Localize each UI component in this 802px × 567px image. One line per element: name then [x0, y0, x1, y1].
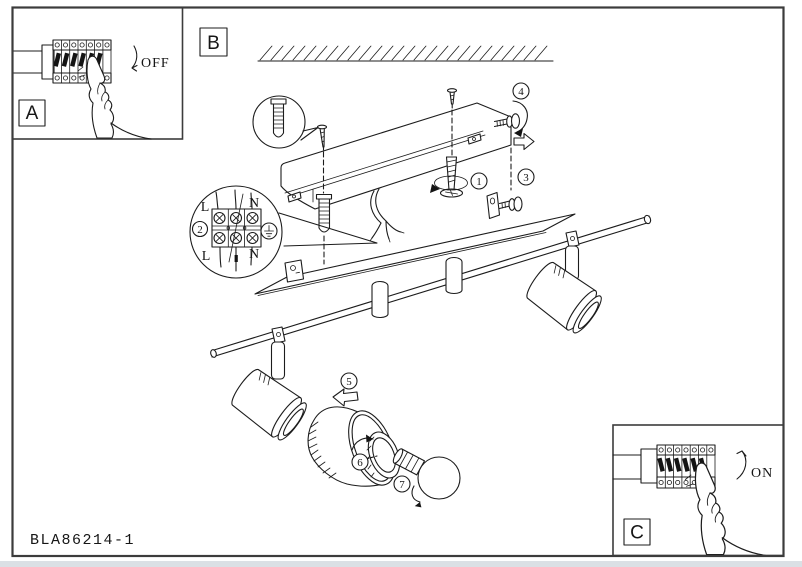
step-6-number: 6 — [357, 457, 363, 469]
anchor-detail-bubble — [252, 95, 319, 149]
flip-down-arrow-icon — [131, 45, 138, 72]
step-6-marker: 6 — [351, 453, 369, 471]
terminal-label-l-bottom: L — [202, 249, 211, 264]
spotlight-right — [526, 230, 602, 334]
slide-left-arrow-icon — [332, 388, 359, 407]
breaker-panel-a — [11, 39, 112, 84]
terminal-label-n-bottom: N — [249, 247, 259, 262]
inset-c-power-on: ON C — [612, 424, 785, 557]
terminal-detail-bubble: L N L N 2 — [189, 185, 378, 279]
label-c-box: C — [623, 518, 651, 546]
terminal-label-n-top: N — [249, 196, 259, 211]
state-on-label: ON — [751, 466, 773, 481]
breaker-panel-c — [612, 444, 716, 489]
screen-edge-strip — [0, 561, 802, 567]
label-a-box: A — [18, 99, 46, 127]
step-3-marker: 3 — [517, 168, 535, 186]
flip-up-arrow-icon — [736, 450, 747, 480]
step-1-number: 1 — [476, 176, 482, 188]
bar-clip-posts — [371, 256, 463, 319]
step-4-marker: 4 — [512, 82, 530, 100]
label-a: A — [26, 103, 39, 124]
part-number: BLA86214-1 — [30, 532, 135, 549]
rotate-arrow-step4-icon — [512, 100, 528, 137]
thumb-screw-bottom-icon — [486, 191, 523, 220]
ring-alignment-dash — [365, 455, 378, 460]
mounting-plate — [254, 213, 576, 296]
rotate-arrow-step7-icon — [411, 485, 422, 508]
label-b: B — [207, 33, 220, 54]
support-bar — [210, 214, 652, 358]
spotlight-left — [231, 326, 307, 441]
step-7-number: 7 — [399, 479, 405, 491]
step-4-number: 4 — [518, 86, 524, 98]
rotate-arrow-icon — [434, 175, 468, 191]
step-5-number: 5 — [346, 376, 352, 388]
rotate-arrow-step6-icon — [351, 434, 374, 451]
page-border — [11, 6, 785, 558]
step-3-number: 3 — [523, 172, 529, 184]
ceiling-screw-center-icon — [446, 88, 458, 109]
step-2-number: 2 — [197, 224, 203, 236]
slide-arrow-icon — [513, 132, 535, 151]
thumb-screw-top-icon — [493, 113, 521, 129]
inset-a-power-off: OFF A — [11, 6, 184, 140]
label-c: C — [630, 523, 644, 544]
mounting-bracket — [280, 102, 512, 210]
ceiling-hatch — [257, 45, 554, 62]
step-7-marker: 7 — [393, 475, 411, 493]
terminal-label-l-top: L — [201, 200, 210, 215]
earth-ground-icon — [260, 222, 278, 240]
ceiling-screw-left-icon — [316, 124, 328, 151]
light-bulb — [392, 448, 461, 500]
step-5-marker: 5 — [340, 372, 358, 390]
step-2-marker: 2 — [191, 220, 209, 238]
fixing-screw-step1-icon — [430, 156, 468, 198]
label-b-box: B — [199, 27, 228, 57]
section-b: B — [189, 27, 652, 508]
state-off-label: OFF — [141, 56, 170, 71]
step-1-marker: 1 — [470, 172, 488, 190]
retaining-ring — [365, 431, 401, 479]
